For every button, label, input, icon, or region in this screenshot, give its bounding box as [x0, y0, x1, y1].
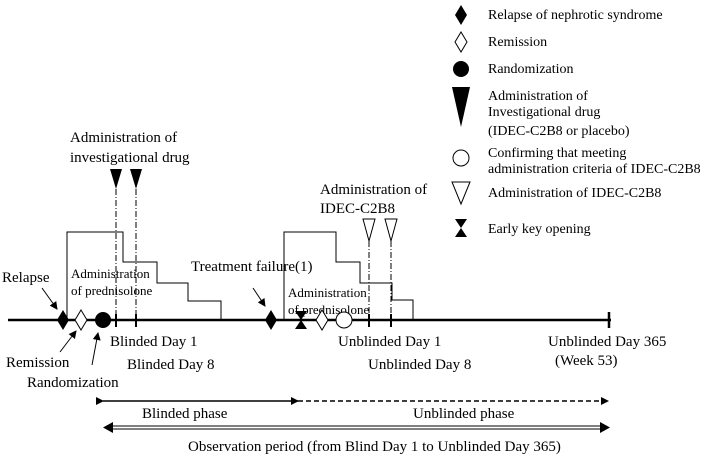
relapse-marker: [57, 310, 69, 330]
legend-randomization-label: Randomization: [488, 62, 574, 77]
legend-confirming-line1: Confirming that meeting: [488, 146, 626, 161]
unblinded-day365-label: Unblinded Day 365: [548, 334, 666, 350]
week53-label: (Week 53): [555, 353, 618, 369]
relapse-arrow: [41, 287, 58, 310]
investigational-drug-triangle-icon: [452, 87, 470, 127]
prednisolone-taper-2: [283, 231, 414, 320]
admin-idec-label-line1: Administration of: [320, 182, 427, 198]
blinded-day1-label: Blinded Day 1: [110, 334, 198, 350]
unblinded-day8-label: Unblinded Day 8: [368, 357, 471, 373]
idec-admin-marker-2: [384, 218, 398, 243]
admin-idec-label-line2: IDEC-C2B8: [320, 201, 395, 217]
legend-investigational-line3: (IDEC-C2B8 or placebo): [488, 124, 630, 139]
legend-idec-admin-label: Administration of IDEC-C2B8: [488, 186, 661, 201]
blinded-day8-label: Blinded Day 8: [127, 357, 215, 373]
early-key-opening-icon: [455, 219, 467, 237]
admin-investigational-drug-label-line1: Administration of: [70, 130, 177, 146]
observation-period-label: Observation period (from Blind Day 1 to …: [188, 439, 561, 455]
second-remission-marker: [315, 309, 329, 331]
relapse-diamond-icon: [455, 5, 467, 25]
investigational-drug-marker-1: [110, 169, 122, 189]
legend-early-key-label: Early key opening: [488, 222, 591, 237]
confirming-criteria-circle-icon: [452, 149, 470, 167]
treatment-failure-arrow: [252, 287, 266, 307]
treatment-failure-relapse-marker: [265, 310, 277, 330]
investigational-drug-marker-2: [130, 169, 142, 189]
confirming-criteria-marker: [335, 311, 353, 329]
legend-confirming-line2: administration criteria of IDEC-C2B8: [488, 162, 701, 177]
randomization-circle-icon: [453, 61, 469, 77]
treatment-failure-label: Treatment failure(1): [191, 259, 313, 275]
legend-investigational-line2: Investigational drug: [488, 105, 600, 120]
legend-investigational-line1: Administration of: [488, 89, 588, 104]
admin-prednisolone-1-line1: Administration: [71, 266, 150, 281]
legend: Relapse of nephrotic syndrome Remission …: [451, 5, 701, 237]
blinded-phase-label: Blinded phase: [142, 406, 228, 422]
admin-prednisolone-1-line2: of prednisolone: [71, 283, 152, 298]
randomization-label: Randomization: [27, 375, 119, 391]
early-key-opening-marker: [295, 311, 307, 329]
unblinded-day1-label: Unblinded Day 1: [338, 334, 441, 350]
unblinded-phase-label: Unblinded phase: [413, 406, 515, 422]
randomization-arrow: [91, 332, 101, 366]
remission-label: Remission: [6, 355, 70, 371]
admin-investigational-drug-label-line2: investigational drug: [70, 150, 190, 166]
legend-remission-label: Remission: [488, 35, 547, 50]
prednisolone-taper-1: [66, 231, 222, 320]
remission-diamond-icon: [454, 31, 468, 53]
admin-prednisolone-2-line1: Administration: [288, 285, 367, 300]
remission-marker: [74, 309, 88, 331]
idec-admin-marker-1: [362, 218, 376, 243]
randomization-marker: [95, 312, 111, 328]
remission-arrow: [59, 330, 77, 353]
idec-administration-triangle-icon: [451, 181, 471, 206]
relapse-label: Relapse: [2, 270, 50, 286]
observation-period-arrow: [103, 422, 610, 433]
legend-relapse-label: Relapse of nephrotic syndrome: [488, 8, 663, 23]
